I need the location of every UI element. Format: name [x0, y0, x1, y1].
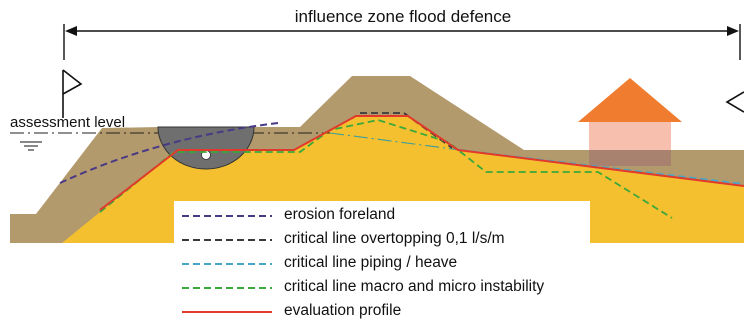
- legend-swatch: [182, 263, 272, 265]
- legend-item-overtopping: critical line overtopping 0,1 l/s/m: [174, 229, 590, 251]
- house-icon: [578, 78, 682, 166]
- evaluation-profile-line: [99, 115, 744, 211]
- erosion-foreland-line: [59, 122, 279, 184]
- legend-label: erosion foreland: [284, 206, 396, 223]
- culvert-icon: [157, 126, 255, 170]
- instability-critical-line: [99, 119, 673, 219]
- assessment-level-line: [10, 132, 469, 152]
- chevron-left-icon: [725, 91, 744, 113]
- legend-swatch: [182, 311, 272, 313]
- legend-item-evaluation-profile: evaluation profile: [174, 301, 590, 323]
- legend-label: critical line macro and micro instabilit…: [284, 278, 545, 295]
- influence-zone-label: influence zone flood defence: [295, 7, 511, 26]
- legend: erosion foreland critical line overtoppi…: [174, 201, 590, 328]
- legend-label: critical line overtopping 0,1 l/s/m: [284, 230, 505, 247]
- legend-swatch: [182, 287, 272, 289]
- legend-item-erosion-foreland: erosion foreland: [174, 205, 590, 227]
- legend-swatch: [182, 239, 272, 241]
- flag-icon: [62, 69, 83, 118]
- influence-zone-arrow: [63, 24, 741, 60]
- legend-label: evaluation profile: [284, 302, 402, 319]
- overtopping-critical-line: [360, 112, 453, 149]
- assessment-level-label: assessment level: [10, 114, 125, 131]
- legend-item-piping-heave: critical line piping / heave: [174, 253, 590, 275]
- legend-item-instability: critical line macro and micro instabilit…: [174, 277, 590, 299]
- legend-swatch: [182, 215, 272, 217]
- legend-label: critical line piping / heave: [284, 254, 458, 271]
